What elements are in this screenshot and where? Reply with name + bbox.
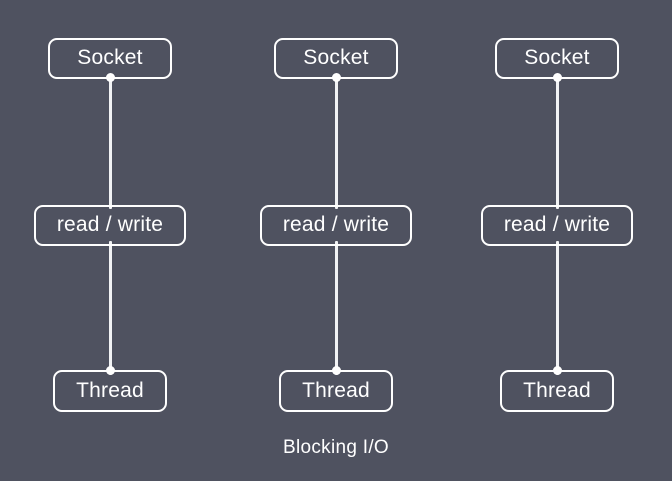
- edge-readwrite-to-thread: [555, 241, 559, 375]
- edge-socket-to-readwrite: [555, 74, 559, 209]
- node-thread[interactable]: Thread: [500, 370, 614, 412]
- node-thread-label: Thread: [523, 378, 591, 402]
- node-read-write[interactable]: read / write: [34, 205, 186, 246]
- node-read-write-label: read / write: [503, 213, 611, 236]
- edge-readwrite-to-thread: [108, 241, 112, 375]
- edge-socket-to-readwrite: [108, 74, 112, 209]
- node-thread-label: Thread: [302, 378, 370, 402]
- diagram-caption: Blocking I/O: [282, 437, 390, 458]
- node-read-write-label: read / write: [56, 213, 164, 236]
- node-read-write-label: read / write: [282, 213, 390, 236]
- node-thread[interactable]: Thread: [53, 370, 167, 412]
- node-socket[interactable]: Socket: [48, 38, 172, 79]
- edge-socket-to-readwrite: [334, 74, 338, 209]
- edge-readwrite-to-thread: [334, 241, 338, 375]
- node-read-write[interactable]: read / write: [260, 205, 412, 246]
- node-socket[interactable]: Socket: [495, 38, 619, 79]
- node-socket[interactable]: Socket: [274, 38, 398, 79]
- node-socket-label: Socket: [77, 46, 143, 69]
- node-socket-label: Socket: [524, 46, 590, 69]
- node-thread-label: Thread: [76, 378, 144, 402]
- node-read-write[interactable]: read / write: [481, 205, 633, 246]
- node-socket-label: Socket: [303, 46, 369, 69]
- node-thread[interactable]: Thread: [279, 370, 393, 412]
